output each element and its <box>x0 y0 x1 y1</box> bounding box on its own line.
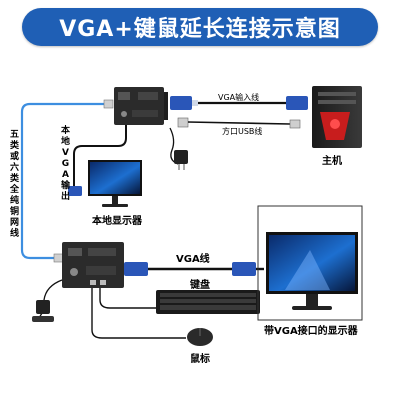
usb-cable <box>177 117 301 129</box>
local-extender-unit <box>114 87 168 125</box>
mouse-cable <box>91 288 186 339</box>
network-cable <box>20 99 114 263</box>
host-pc <box>312 86 362 148</box>
label-host: 主机 <box>322 156 342 167</box>
label-usb-cable: 方口USB线 <box>222 127 263 136</box>
label-keyboard: 键盘 <box>190 280 210 291</box>
vga-cable <box>124 262 264 276</box>
vga-input-cable <box>170 96 308 110</box>
remote-display <box>266 232 358 310</box>
label-mouse: 鼠标 <box>190 354 210 365</box>
label-remote-display: 带VGA接口的显示器 <box>264 326 358 337</box>
local-display <box>88 160 142 207</box>
title-banner: VGA+键鼠延长连接示意图 <box>22 8 378 46</box>
keyboard-cable <box>99 288 156 309</box>
label-vga-input-cable: VGA输入线 <box>218 93 260 102</box>
mouse <box>187 328 213 346</box>
label-network-cable: 五类或六类全纯铜网线 <box>9 130 19 239</box>
label-vga-cable: VGA线 <box>176 254 210 265</box>
remote-power-adapter <box>32 279 63 322</box>
page-title: VGA+键鼠延长连接示意图 <box>59 17 341 42</box>
remote-display-frame <box>257 205 363 321</box>
local-vga-output-cable <box>68 125 127 196</box>
local-power-adapter <box>169 127 188 170</box>
keyboard <box>156 290 260 314</box>
remote-extender-unit <box>62 242 124 288</box>
label-local-display: 本地显示器 <box>92 216 142 227</box>
label-local-vga-output: 本地VGA输出 <box>60 126 70 202</box>
